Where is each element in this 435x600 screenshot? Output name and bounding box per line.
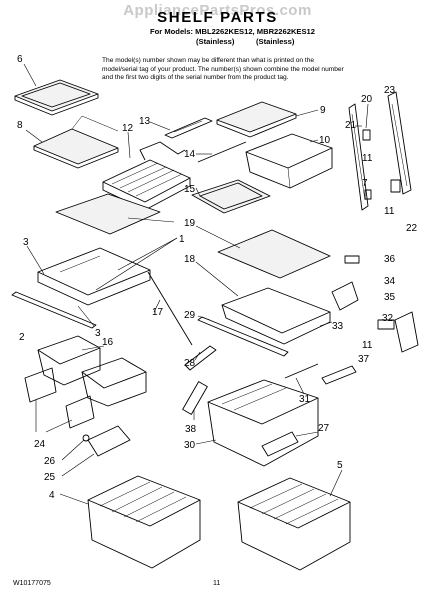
part-20-rail (348, 103, 369, 211)
callout-11: 11 (362, 153, 373, 164)
part-6-shelf (14, 79, 99, 116)
page-title: SHELF PARTS (157, 9, 278, 26)
callout-33: 33 (332, 321, 344, 332)
callout-18: 18 (184, 254, 196, 265)
callout-37: 37 (358, 354, 370, 365)
part-18-tray (221, 287, 331, 345)
part-32-clip (377, 319, 395, 330)
part-19-glass-upper (55, 193, 161, 235)
part-4-basket (87, 475, 201, 569)
part-13-rail (164, 117, 213, 139)
part-2-rail (11, 291, 97, 329)
part-37-rail (321, 365, 357, 385)
part-23-rail (387, 91, 412, 195)
callout-24: 24 (34, 439, 46, 450)
callout-34: 34 (384, 276, 396, 287)
callout-27: 27 (318, 423, 330, 434)
callout-1: 1 (179, 234, 185, 245)
part-11-bracket (362, 129, 371, 141)
callout-19: 19 (184, 218, 196, 229)
callout-5: 5 (337, 460, 343, 471)
part-26-screw (82, 434, 90, 442)
page-number: 11 (213, 580, 221, 587)
callout-3a: 3 (23, 237, 29, 248)
part-29-rail (197, 316, 289, 357)
part-25-panel (87, 425, 131, 457)
callout-11b: 11 (384, 206, 395, 217)
leader-lines (23, 63, 369, 505)
part-14-rod (197, 141, 247, 163)
callout-10: 10 (319, 135, 331, 146)
part-31-rod (284, 363, 319, 379)
callout-7: 7 (362, 178, 368, 189)
callout-2: 2 (19, 332, 25, 343)
callout-28: 28 (184, 358, 196, 369)
callout-32: 32 (382, 313, 394, 324)
callout-15: 15 (184, 184, 196, 195)
callout-16: 16 (102, 337, 114, 348)
callout-29: 29 (184, 310, 196, 321)
callout-14: 14 (184, 149, 196, 160)
callout-38: 38 (185, 424, 197, 435)
callout-36: 36 (384, 254, 396, 265)
part-30-drawer (207, 379, 319, 467)
part-22-bracket (390, 179, 401, 193)
callout-13: 13 (139, 116, 151, 127)
callout-8: 8 (17, 120, 23, 131)
callout-3b: 3 (95, 328, 101, 339)
finish-left: (Stainless) (196, 37, 235, 46)
part-27-handle (261, 431, 299, 457)
part-15-shelf (191, 179, 271, 214)
finish-right: (Stainless) (256, 37, 295, 46)
callout-9: 9 (320, 105, 326, 116)
callout-22: 22 (406, 223, 418, 234)
part-19-glass-lower (217, 229, 331, 279)
part-38-handle (182, 381, 208, 415)
callouts: 6 8 12 13 9 10 20 23 21 11 7 11 22 14 15… (17, 54, 418, 501)
callout-4: 4 (49, 490, 55, 501)
model-note: The model(s) number shown may be differe… (102, 57, 344, 82)
model-numbers: For Models: MBL2262KES12, MBR2262KES12 (150, 27, 316, 36)
callout-23: 23 (384, 85, 396, 96)
callout-12: 12 (122, 123, 134, 134)
callout-26: 26 (44, 456, 56, 467)
part-24-panel-a (24, 367, 57, 403)
part-35-bracket (394, 311, 419, 353)
watermark: AppliancePartsPros.com (123, 2, 312, 19)
part-28-rail (184, 345, 217, 371)
callout-17: 17 (152, 307, 164, 318)
part-8-shelf (33, 115, 119, 169)
part-24-panel-b (65, 395, 95, 429)
part-5-basket (237, 477, 351, 571)
part-10-tray (245, 133, 333, 189)
callout-30: 30 (184, 440, 196, 451)
callout-20: 20 (361, 94, 373, 105)
document-part-number: W10177075 (13, 580, 51, 587)
part-9-shelf (216, 101, 297, 138)
part-16-bins (37, 335, 147, 407)
part-36-clip (344, 255, 360, 264)
callout-11c: 11 (362, 340, 373, 351)
part-1-frame (37, 247, 151, 306)
part-34-bracket (331, 281, 359, 311)
callout-31: 31 (299, 394, 311, 405)
part-7-screw (364, 189, 372, 200)
callout-21: 21 (345, 120, 357, 131)
callout-6: 6 (17, 54, 23, 65)
callout-35: 35 (384, 292, 396, 303)
callout-25: 25 (44, 472, 56, 483)
part-17-rod (147, 271, 193, 346)
